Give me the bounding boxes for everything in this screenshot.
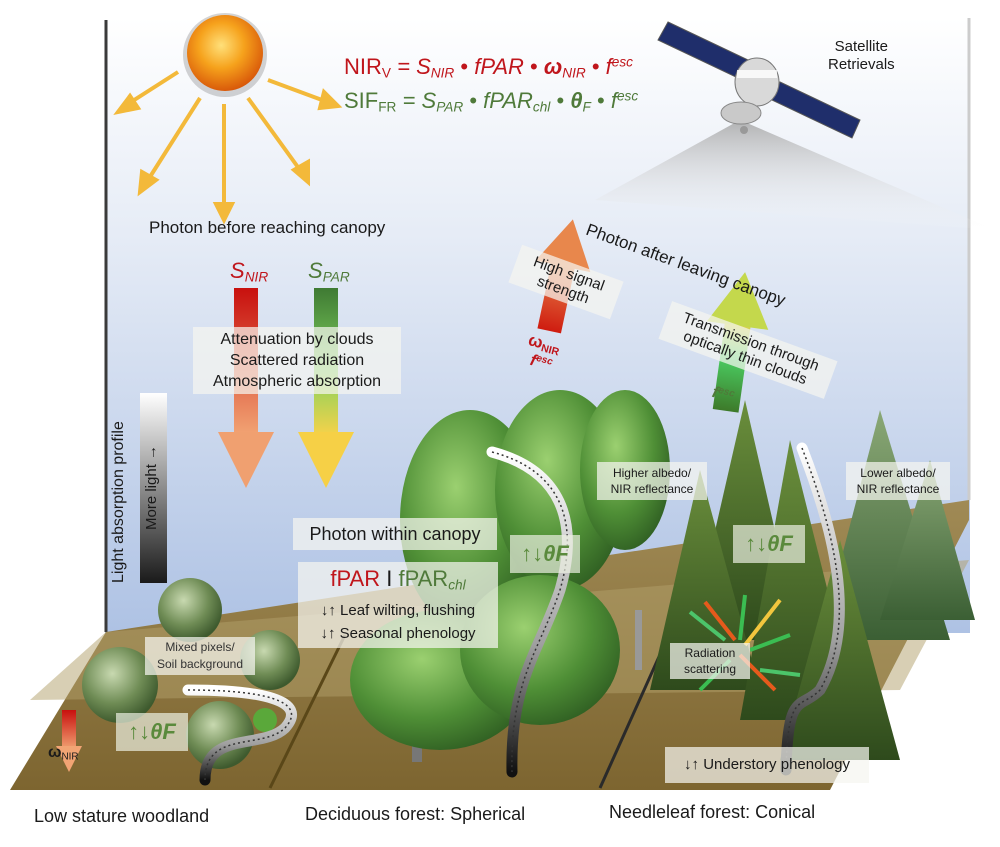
- sif-dot: •: [597, 88, 605, 113]
- omega-nir-woodland-label: ωNIR: [48, 744, 79, 762]
- seasonal-phenology-label: ↓↑ Seasonal phenology: [320, 625, 476, 643]
- more-light-label: More light →: [143, 444, 160, 530]
- radiation-line1: Radiation: [684, 646, 736, 660]
- attenuation-line1: Attenuation by clouds: [220, 331, 374, 348]
- satellite-label-line2: Retrievals: [828, 56, 895, 73]
- theta-symbol: θF: [543, 541, 569, 566]
- photon-path-woodland-dots: [187, 689, 293, 781]
- theta-f-box-deciduous: ↑↓θF: [510, 535, 580, 573]
- sun: [183, 13, 267, 97]
- omega-nir-woodland-symbol: ω: [48, 744, 62, 761]
- ground-divider-1: [268, 634, 347, 789]
- higher-albedo-box: Higher albedo/ NIR reflectance: [597, 462, 707, 500]
- attenuation-line3: Atmospheric absorption: [212, 373, 382, 390]
- sif-s: S: [421, 88, 437, 113]
- woodland-bushes: [82, 578, 300, 769]
- nirv-fpar: fPAR: [474, 54, 524, 79]
- theta-f-box-needleleaf: ↑↓θF: [733, 525, 805, 563]
- theta-symbol: θF: [767, 531, 793, 556]
- nirv-f: f: [605, 54, 612, 79]
- sun-rays: [113, 70, 343, 225]
- higher-albedo-line1: Higher albedo/: [612, 466, 692, 480]
- sif-eq: =: [402, 88, 416, 113]
- fpar-chl-sub: chl: [448, 577, 466, 593]
- nirv-f-sup: esc: [611, 54, 633, 70]
- sif-fpar: fPAR: [483, 88, 533, 113]
- nirv-lhs: NIR: [344, 54, 382, 79]
- caption-deciduous: Deciduous forest: Spherical: [305, 804, 526, 824]
- sif-dot: •: [556, 88, 565, 113]
- theta-arrows: ↑↓: [521, 541, 544, 566]
- photon-within-box: Photon within canopy: [293, 518, 497, 550]
- caption-woodland: Low stature woodland: [34, 806, 210, 826]
- omega-nir-woodland-sub: NIR: [61, 751, 79, 763]
- satellite-label-line1: Satellite: [834, 38, 889, 55]
- understory-box: ↓↑ Understory phenology: [665, 747, 869, 783]
- radiation-line2: scattering: [683, 662, 737, 676]
- sif-lhs: SIF: [344, 88, 379, 113]
- s-nir-label: SNIR: [230, 258, 268, 284]
- lower-albedo-box: Lower albedo/ NIR reflectance: [846, 462, 950, 500]
- nirv-omega: ω: [543, 54, 563, 79]
- attenuation-line2: Scattered radiation: [229, 352, 365, 369]
- attenuation-box: Attenuation by clouds Scattered radiatio…: [193, 327, 401, 394]
- s-par-sub: PAR: [322, 269, 350, 285]
- photon-path-needleleaf-dots: [785, 447, 841, 771]
- fpar-chl-text: fPAR: [398, 566, 449, 591]
- caption-needleleaf: Needleleaf forest: Conical: [609, 802, 816, 822]
- s-par-label: SPAR: [308, 258, 350, 284]
- sif-f-sup: esc: [616, 88, 639, 104]
- lower-albedo-line1: Lower albedo/: [860, 466, 936, 480]
- theta-arrows: ↑↓: [745, 531, 768, 556]
- sif-fpar-sub: chl: [532, 99, 551, 115]
- s-nir-symbol: S: [230, 258, 245, 283]
- nirv-lhs-sub: V: [381, 65, 391, 81]
- leaf-wilting-label: ↓↑ Leaf wilting, flushing: [320, 602, 476, 620]
- theta-f-box-woodland: ↑↓θF: [116, 713, 188, 751]
- radiation-scattering-box: Radiation scattering: [670, 643, 750, 679]
- nirv-s: S: [416, 54, 431, 79]
- fpar-separator: I: [386, 566, 393, 591]
- photon-path-deciduous-dots: [491, 451, 569, 773]
- sif-theta-sub: F: [582, 99, 591, 115]
- nirv-equation: NIRV = SNIR • fPAR • ωNIR • fesc: [344, 54, 633, 80]
- lower-albedo-line2: NIR reflectance: [856, 482, 940, 496]
- satellite-beam: [595, 120, 995, 230]
- nirv-dot: •: [530, 54, 538, 79]
- nirv-eq: =: [397, 54, 410, 79]
- higher-albedo-line2: NIR reflectance: [610, 482, 694, 496]
- mixed-pixels-box: Mixed pixels/ Soil background: [145, 637, 255, 675]
- sif-theta: θ: [570, 88, 583, 113]
- mixed-pixels-line2: Soil background: [156, 657, 244, 671]
- sif-f: f: [610, 88, 617, 113]
- fpar-box: fPAR I fPARchl ↓↑ Leaf wilting, flushing…: [298, 562, 498, 649]
- sif-equation: SIFFR = SPAR • fPARchl • θF • fesc: [344, 88, 638, 114]
- light-profile-bar: [140, 393, 167, 583]
- satellite: [657, 21, 861, 139]
- photon-before-label: Photon before reaching canopy: [149, 218, 386, 237]
- theta-symbol: θF: [150, 719, 176, 744]
- mixed-pixels-line1: Mixed pixels/: [165, 640, 235, 654]
- nirv-dot: •: [460, 54, 469, 79]
- omega-nir-arrow: [56, 710, 82, 772]
- fpar-row: fPAR I fPARchl: [298, 565, 498, 599]
- nirv-omega-sub: NIR: [562, 65, 586, 81]
- nirv-dot: •: [591, 54, 600, 79]
- light-absorption-profile-label: Light absorption profile: [110, 421, 127, 583]
- nirv-s-sub: NIR: [430, 65, 455, 81]
- satellite-label: Satellite Retrievals: [828, 38, 895, 74]
- sif-lhs-sub: FR: [378, 99, 397, 115]
- s-nir-sub: NIR: [244, 269, 269, 285]
- theta-arrows: ↑↓: [128, 719, 151, 744]
- fpar-text: fPAR: [330, 566, 381, 591]
- sif-s-sub: PAR: [436, 99, 464, 115]
- sif-dot: •: [469, 88, 478, 113]
- s-par-symbol: S: [308, 258, 323, 283]
